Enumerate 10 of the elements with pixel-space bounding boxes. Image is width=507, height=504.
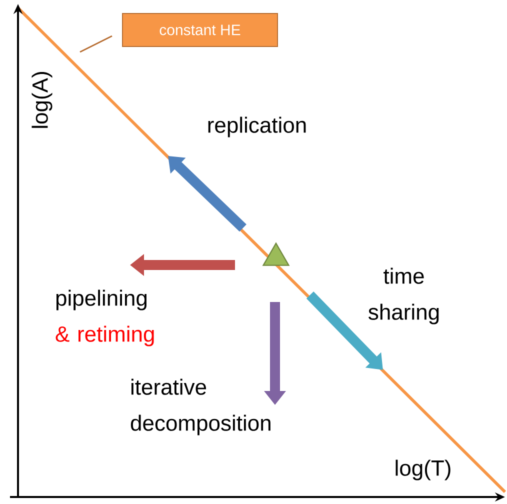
callout-box: constant HE	[122, 13, 278, 47]
axis-label: log(A)	[32, 72, 52, 128]
block-arrow	[306, 292, 383, 370]
arrow-label: pipelining & retiming	[56, 290, 154, 346]
block-arrow	[168, 156, 246, 232]
arrow-label: replication	[208, 116, 306, 138]
arrow-label: iterative decomposition	[130, 378, 270, 436]
leader-line	[80, 35, 112, 53]
arrow-label: time sharing	[368, 268, 439, 324]
axis-label: log(T)	[396, 460, 450, 480]
